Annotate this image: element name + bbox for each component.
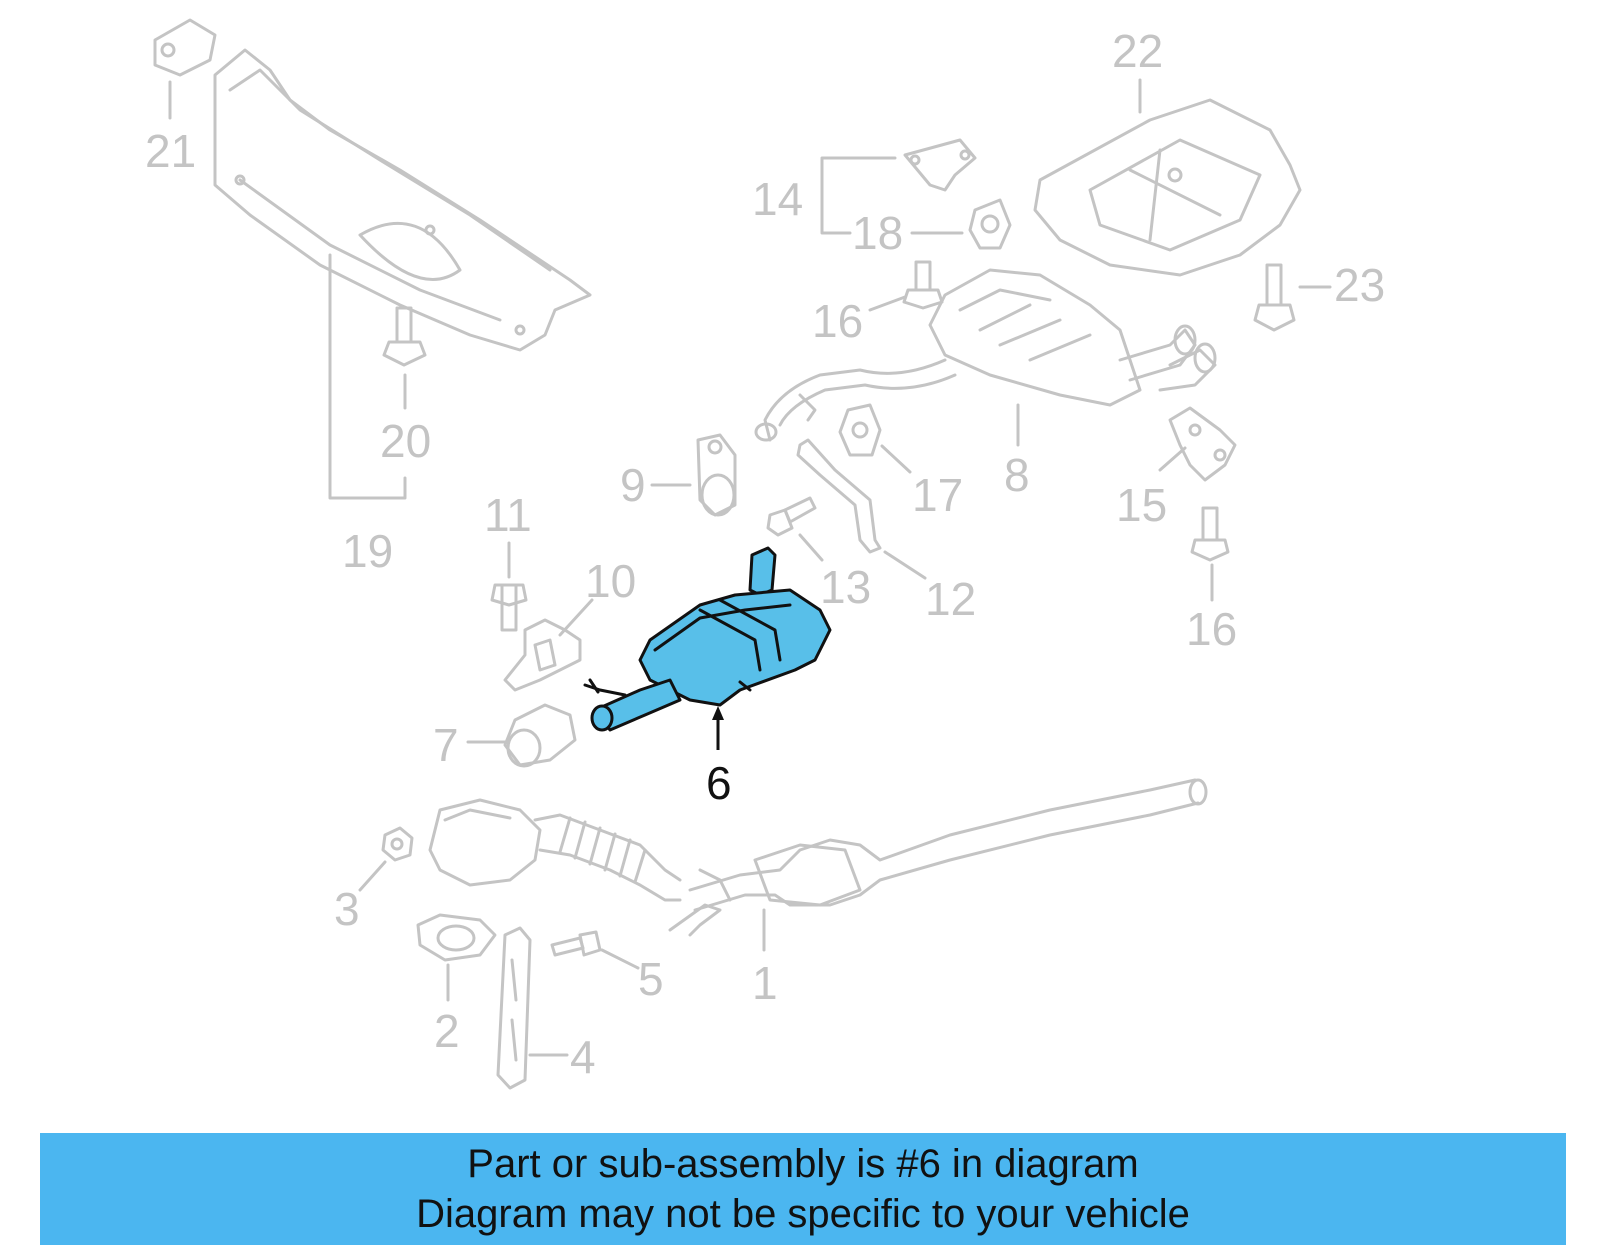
part-5-bolt [550,930,602,957]
part-7-clamp [503,703,577,768]
callout-23: 23 [1334,259,1386,311]
callout-13: 13 [820,561,872,613]
callout-14: 14 [752,173,804,225]
banner-line-disclaimer: Diagram may not be specific to your vehi… [416,1192,1190,1236]
part-12-leader [883,550,927,580]
callout-11: 11 [484,489,532,541]
part-19-heat-shield [213,48,592,352]
part-2-gasket [416,913,497,962]
part-21-bracket [153,18,217,77]
callout-16-upper: 16 [812,295,864,347]
info-banner: Part or sub-assembly is #6 in diagram Di… [40,1133,1566,1245]
part-9-clamp [696,433,737,517]
part-14-hanger-bracket [903,138,977,192]
banner-line-part: Part or sub-assembly is #6 in diagram [467,1142,1139,1186]
callout-8: 8 [1004,449,1030,501]
callout-18: 18 [852,207,904,259]
part-10-leader [558,598,594,637]
part-18-rubber-hanger [968,198,1012,250]
exhaust-parts-diagram [153,18,1332,1090]
part-13-leader [798,533,824,562]
callout-2: 2 [434,1005,460,1057]
part-15-leader [1158,446,1187,472]
callout-17: 17 [912,469,964,521]
callout-10: 10 [585,555,637,607]
part-12-bracket [796,438,882,554]
callout-20: 20 [380,415,432,467]
callout-19: 19 [342,525,394,577]
callout-7: 7 [433,719,459,771]
part-22-rear-heat-shield [1033,98,1302,277]
callout-3: 3 [334,883,360,935]
part-15-hanger-bracket [1168,406,1237,482]
callout-12: 12 [925,573,977,625]
callout-4: 4 [570,1031,596,1083]
part-5-leader [600,948,640,970]
callout-21: 21 [145,125,197,177]
callout-5: 5 [638,953,664,1005]
callout-6: 6 [706,757,732,809]
callout-16-lower: 16 [1186,603,1238,655]
callout-22: 22 [1112,25,1164,77]
part-14-leader [820,156,897,235]
part-4-support-bracket [496,926,532,1090]
callout-15: 15 [1116,479,1168,531]
part-1-front-pipe [668,778,1208,937]
callout-1: 1 [752,957,778,1009]
part-17-leader [880,444,912,474]
part-10-hanger [503,618,582,692]
part-3-leader [358,860,387,892]
part-23-bolt [1253,263,1296,332]
part-19-leader [328,253,407,500]
part-17-rubber-hanger [838,403,882,457]
part-16-bolt-upper [902,260,944,310]
part-6-center-muffler [583,546,832,732]
part-20-bolt [382,306,427,367]
part-11-bolt [490,583,528,632]
part-8-rear-muffler [754,268,1217,442]
part-3-nut [381,826,414,862]
part-13-bolt [766,496,817,537]
part-16-leader-upper [868,295,907,312]
part-downpipe [428,798,682,902]
part-16-bolt-lower [1190,506,1230,562]
callout-9: 9 [620,459,646,511]
